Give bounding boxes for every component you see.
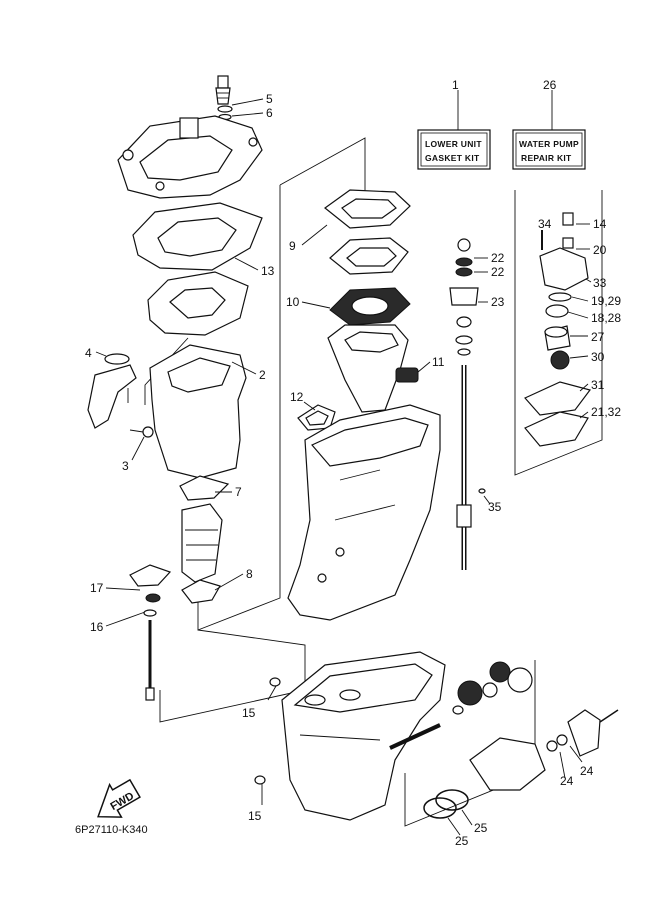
callout-30: 30 [591,350,605,364]
gasket-11 [395,367,419,383]
callout-33: 33 [593,276,607,290]
plate-gasket [329,237,409,275]
water-pump-repair-kit-box: 26 WATER PUMP REPAIR KIT [512,78,586,170]
shift-rod [145,620,155,701]
gasket-13 [132,202,263,271]
kit-label-line2: REPAIR KIT [521,153,572,163]
callout-15-bottom: 15 [248,809,262,823]
callout-15-top: 15 [242,706,256,720]
seal-12 [297,404,336,431]
gasket-9 [324,189,411,229]
callout-22-top: 22 [491,251,505,265]
callout-3: 3 [122,459,129,473]
callout-35: 35 [488,500,502,514]
callout-12: 12 [290,390,304,404]
callout-25-bottom: 25 [455,834,469,848]
callout-17: 17 [90,581,104,595]
propeller-shaft-housing [469,709,619,791]
drain-plug-part [215,75,233,121]
gasket-7 [179,475,230,501]
callout-11: 11 [432,355,445,369]
casing-block [147,271,249,336]
callout-31: 31 [591,378,605,392]
callout-24-right: 24 [580,764,594,778]
callout-18-28: 18,28 [591,311,621,325]
callouts: 5 6 13 2 4 3 7 8 17 16 9 10 11 12 15 15 … [85,92,621,848]
callout-5: 5 [266,92,273,106]
fwd-arrow: FWD [97,778,141,818]
propeller-shaft-gears [389,661,533,750]
kit-number-1: 1 [452,78,459,92]
water-pump-assembly [524,212,592,447]
callout-20: 20 [593,243,607,257]
gasket-10 [329,287,411,326]
o-ring-25 [423,789,469,819]
callout-4: 4 [85,346,92,360]
callout-13: 13 [261,264,275,278]
callout-34: 34 [538,217,552,231]
exhaust-tube [181,503,223,583]
drive-shaft-housing [287,404,441,621]
callout-16: 16 [90,620,104,634]
lower-unit-gasket-kit-box: 1 LOWER UNIT GASKET KIT [417,78,491,170]
seal-8 [181,579,221,604]
callout-27: 27 [591,330,605,344]
diagram-code: 6P27110-K340 [75,824,148,836]
upper-casing-part [117,115,263,199]
exhaust-manifold [327,324,409,413]
bracket-17 [129,564,172,603]
callout-10: 10 [286,295,300,309]
callout-21-32: 21,32 [591,405,621,419]
kit-number-26: 26 [543,78,557,92]
lower-case [281,651,446,821]
kit-label-line1: WATER PUMP [519,139,579,149]
callout-23: 23 [491,295,505,309]
frame-lines [144,137,603,827]
drive-shaft [449,238,486,570]
exhaust-guide-assembly [129,344,247,479]
kit-label-line2: GASKET KIT [425,153,480,163]
kit-label-line1: LOWER UNIT [425,139,482,149]
callout-14: 14 [593,217,607,231]
callout-22-bottom: 22 [491,265,505,279]
callout-2: 2 [259,368,266,382]
callout-9: 9 [289,239,296,253]
callout-19-29: 19,29 [591,294,621,308]
oil-pan-bracket [87,353,137,429]
callout-8: 8 [246,567,253,581]
callout-7: 7 [235,485,242,499]
callout-6: 6 [266,106,273,120]
callout-25-top: 25 [474,821,488,835]
callout-24-left: 24 [560,774,574,788]
bolts-15 [254,677,281,785]
